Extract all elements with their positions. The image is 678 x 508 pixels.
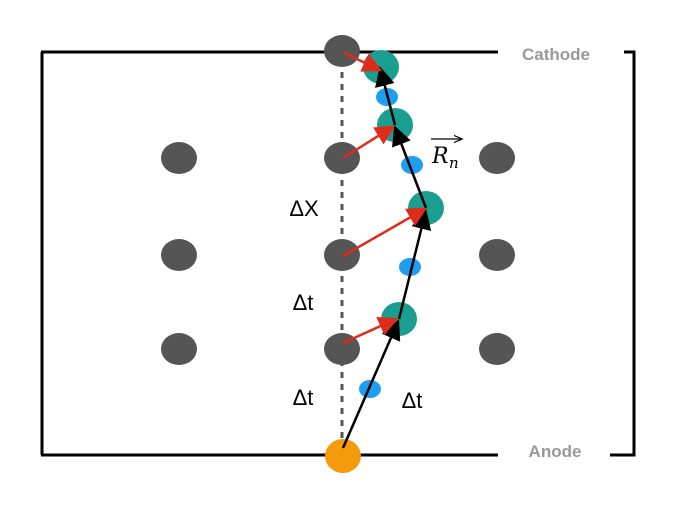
lattice-node xyxy=(479,239,515,271)
anode-label: Anode xyxy=(529,442,582,461)
displacement-arrows xyxy=(342,51,428,345)
lattice-node xyxy=(324,239,360,271)
right-bracket xyxy=(610,50,636,457)
path-nodes xyxy=(363,50,444,336)
displacement-vector-label: R n xyxy=(431,139,461,172)
lattice-node xyxy=(324,142,360,174)
origin-node xyxy=(325,439,361,473)
vector-symbol: R xyxy=(431,144,449,169)
path-node xyxy=(363,50,399,84)
intermediate-node xyxy=(399,258,421,276)
vector-subscript: n xyxy=(449,154,459,172)
displacement-arrow xyxy=(342,125,396,160)
lattice-node xyxy=(161,239,197,271)
drift-path xyxy=(341,66,432,449)
lattice-node xyxy=(161,142,197,174)
lattice-node xyxy=(324,35,360,67)
drift-region-frame xyxy=(40,50,636,457)
cathode-label: Cathode xyxy=(522,45,590,64)
delta-t-label-path: Δt xyxy=(402,388,423,413)
delta-x-label: ΔX xyxy=(289,196,319,221)
displacement-arrow xyxy=(342,207,428,258)
delta-t-label-low: Δt xyxy=(293,385,314,410)
lattice-nodes xyxy=(161,35,515,365)
path-segment xyxy=(375,66,397,126)
lattice-node xyxy=(479,333,515,365)
lattice-node xyxy=(161,333,197,365)
displacement-arrow xyxy=(342,317,399,345)
path-segment xyxy=(397,209,432,320)
path-segment xyxy=(392,125,428,209)
path-segment xyxy=(341,319,401,449)
lattice-node xyxy=(479,142,515,174)
delta-t-label-mid: Δt xyxy=(293,290,314,315)
displacement-arrow xyxy=(343,51,383,72)
lattice-node xyxy=(324,333,360,365)
